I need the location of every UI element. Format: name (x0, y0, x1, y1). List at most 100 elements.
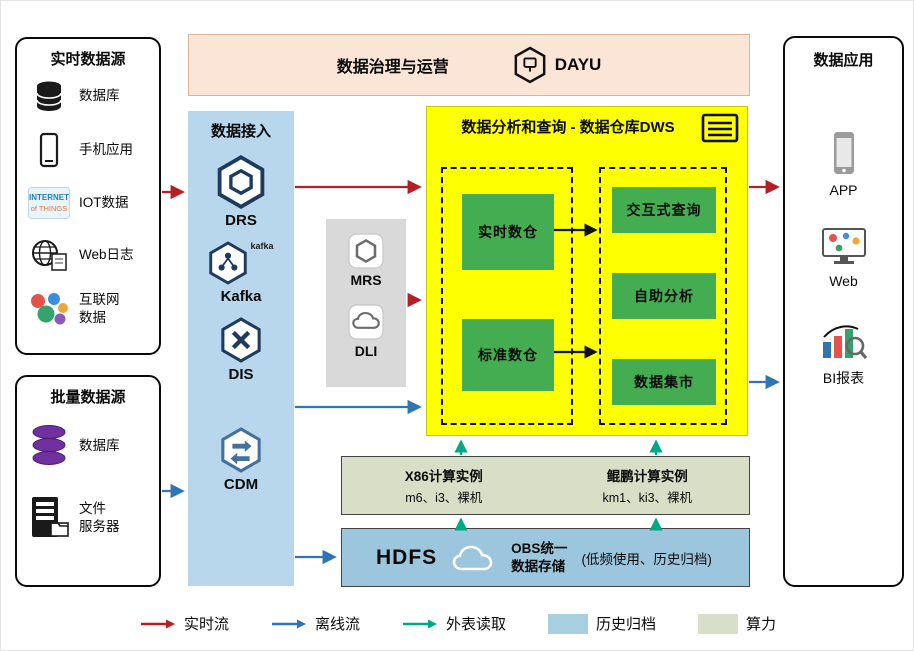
source-item-label: 互联网 数据 (79, 292, 120, 325)
compute-kunpeng-spec: km1、ki3、裸机 (602, 491, 693, 505)
offline-flow-arrow-icon (271, 618, 307, 630)
dws-warehouse-group: 实时数仓 标准数仓 (441, 167, 573, 425)
legend-item-realtime-flow: 实时流 (140, 613, 229, 634)
legend-label: 离线流 (314, 616, 360, 633)
ingestion-panel: 数据接入 DRS (188, 111, 294, 586)
source-item-label: 手机应用 (79, 142, 133, 158)
app-item-app: APP (826, 130, 862, 199)
service-name: DRS (225, 212, 257, 229)
storage-note: (低频使用、历史归档) (581, 551, 712, 567)
app-item-label: BI报表 (822, 370, 865, 387)
web-monitor-icon (821, 227, 867, 267)
source-item-mobile-app: 手机应用 (25, 132, 155, 168)
governance-banner: 数据治理与运营 DAYU (188, 34, 750, 96)
source-item-label: 数据库 (79, 438, 120, 454)
mobile-app-icon (32, 132, 66, 168)
source-item-label: 文件 服务器 (79, 501, 120, 534)
service-cdm: CDM (220, 427, 262, 493)
dws-warehouse-realtime: 实时数仓 (462, 194, 554, 270)
drs-hexagon-icon (216, 155, 266, 209)
cdm-hexagon-icon (220, 427, 262, 473)
bi-report-icon (820, 320, 868, 364)
middleware-panel: MRS DLI (326, 219, 406, 387)
legend-item-external-read: 外表读取 (402, 613, 506, 634)
source-item-web-log: Web日志 (25, 238, 155, 272)
mrs-icon (348, 233, 384, 269)
service-name: DIS (228, 366, 254, 383)
dws-database-icon (701, 113, 739, 143)
middleware-name: DLI (354, 343, 378, 359)
realtime-sources-list: 数据库 手机应用 INTERNET of THINGS IOT (17, 69, 159, 335)
middleware-name: MRS (350, 272, 382, 288)
dws-service-self-analysis: 自助分析 (612, 273, 716, 319)
app-item-label: Web (829, 273, 858, 290)
compute-kunpeng: 鲲鹏计算实例 km1、ki3、裸机 (546, 457, 750, 514)
dayu-logo: DAYU (513, 46, 602, 84)
applications-panel: 数据应用 APP (783, 36, 904, 587)
app-item-web: Web (821, 227, 867, 290)
svg-text:of THINGS: of THINGS (31, 204, 68, 213)
dws-panel: 数据分析和查询 - 数据仓库DWS 实时数仓 标准数仓 交互式查询 自助分析 数… (426, 106, 748, 436)
service-kafka: kafka Kafka (208, 241, 274, 305)
service-name: CDM (223, 476, 259, 493)
source-item-label: 数据库 (79, 88, 120, 104)
batch-sources-list: 数据库 文件 服务器 (17, 407, 159, 541)
compute-x86-spec: m6、i3、裸机 (405, 491, 483, 505)
obs-cloud-icon (451, 543, 497, 573)
dws-title: 数据分析和查询 - 数据仓库DWS (461, 119, 675, 136)
external-read-arrow-icon (402, 618, 438, 630)
app-item-bi-report: BI报表 (820, 320, 868, 387)
file-server-icon (28, 495, 70, 541)
dayu-logo-text: DAYU (554, 55, 602, 74)
service-drs: DRS (216, 155, 266, 229)
kafka-logo-text: kafka (250, 241, 274, 251)
storage-panel: HDFS OBS统一 数据存储 (低频使用、历史归档) (341, 528, 750, 587)
realtime-flow-arrow-icon (140, 618, 176, 630)
source-item-batch-database: 数据库 (25, 423, 155, 469)
obs-label: OBS统一 数据存储 (511, 540, 568, 574)
source-item-label: IOT数据 (79, 195, 129, 211)
legend-label: 算力 (746, 616, 777, 633)
legend-label: 外表读取 (445, 616, 506, 633)
dws-service-interactive-query: 交互式查询 (612, 187, 716, 233)
source-item-iot: INTERNET of THINGS IOT数据 (25, 187, 155, 219)
web-log-icon (30, 238, 68, 272)
dis-hexagon-icon (220, 317, 262, 363)
legend-item-compute-power: 算力 (698, 613, 776, 634)
hdfs-label: HDFS (376, 545, 438, 569)
app-item-label: APP (829, 182, 858, 198)
compute-x86: X86计算实例 m6、i3、裸机 (342, 457, 546, 514)
governance-title: 数据治理与运营 (336, 59, 449, 76)
service-dis: DIS (220, 317, 262, 383)
kafka-hexagon-icon (208, 241, 248, 285)
dws-service-group: 交互式查询 自助分析 数据集市 (599, 167, 727, 425)
legend-item-offline-flow: 离线流 (271, 613, 360, 634)
batch-sources-panel: 批量数据源 数据库 (15, 375, 161, 587)
dayu-hexagon-icon (513, 46, 547, 84)
compute-panel: X86计算实例 m6、i3、裸机 鲲鹏计算实例 km1、ki3、裸机 (341, 456, 750, 515)
dli-cloud-icon (348, 304, 384, 340)
archive-swatch (548, 613, 588, 634)
applications-title: 数据应用 (813, 52, 874, 69)
compute-swatch (698, 613, 739, 634)
realtime-sources-panel: 实时数据源 数据库 手机应用 (15, 37, 161, 355)
purple-database-icon (27, 423, 71, 469)
source-item-file-server: 文件 服务器 (25, 495, 155, 541)
legend-item-archive: 历史归档 (548, 613, 656, 634)
source-item-internet-data: 互联网 数据 (25, 291, 155, 327)
svg-text:INTERNET: INTERNET (29, 193, 69, 202)
compute-kunpeng-title: 鲲鹏计算实例 (606, 469, 688, 484)
smartphone-icon (826, 130, 862, 176)
iot-icon: INTERNET of THINGS (28, 187, 70, 219)
compute-x86-title: X86计算实例 (404, 469, 483, 484)
internet-data-icon (28, 291, 70, 327)
dws-warehouse-standard: 标准数仓 (462, 319, 554, 391)
legend-label: 历史归档 (596, 616, 657, 633)
source-item-label: Web日志 (79, 247, 134, 263)
database-icon (32, 79, 66, 113)
ingestion-title: 数据接入 (210, 123, 271, 140)
source-item-database: 数据库 (25, 79, 155, 113)
legend: 实时流 离线流 外表读取 历史归档 算力 (1, 613, 913, 634)
realtime-sources-title: 实时数据源 (50, 51, 126, 68)
